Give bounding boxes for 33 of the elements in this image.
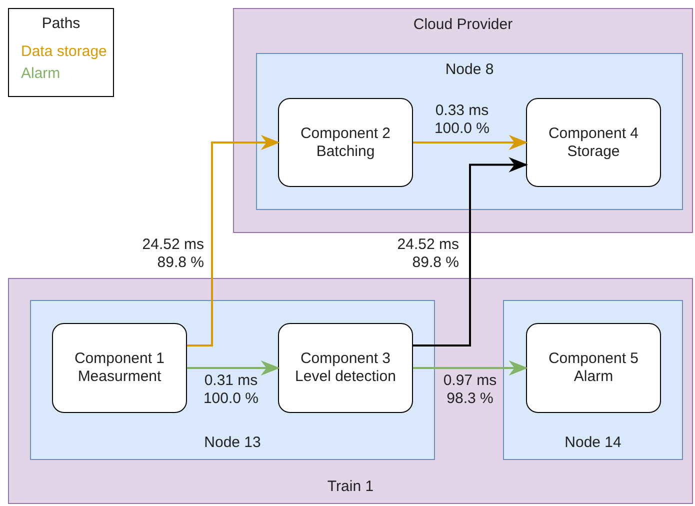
container-title: Node 14	[564, 434, 622, 452]
node-container	[30, 300, 435, 460]
component-label: Component 5 Alarm	[547, 350, 640, 386]
edge-label: 24.52 ms 89.8 %	[141, 236, 204, 272]
node-container	[503, 300, 683, 460]
edge-label: 0.97 ms 98.3 %	[442, 372, 498, 408]
component-label: Component 4 Storage	[547, 124, 640, 160]
edge-label: 0.33 ms 100.0 %	[433, 102, 491, 138]
node-container	[256, 53, 683, 210]
group-container	[233, 8, 693, 233]
container-title: Train 1	[327, 478, 374, 496]
component-label: Component 2 Batching	[299, 124, 392, 160]
container-title: Node 13	[204, 434, 261, 452]
edge-label: 0.31 ms 100.0 %	[202, 372, 260, 408]
component-box	[526, 98, 661, 187]
container-title: Cloud Provider	[413, 16, 513, 34]
component-box	[278, 98, 413, 187]
group-container	[8, 278, 693, 504]
component-box	[52, 323, 187, 413]
arrow	[413, 157, 528, 346]
legend-entry: Alarm	[21, 65, 60, 83]
container-title: Node 8	[445, 61, 494, 79]
component-box	[278, 323, 413, 413]
edge-label: 24.52 ms 89.8 %	[396, 236, 459, 272]
arrow	[187, 134, 280, 346]
arrow	[413, 360, 528, 376]
legend-entry: Data storage	[21, 43, 107, 61]
arrow	[187, 360, 280, 376]
arrow	[413, 134, 528, 150]
legend-title: Paths	[40, 15, 82, 33]
component-label: Component 1 Measurment	[73, 350, 166, 386]
component-box	[526, 323, 661, 413]
component-label: Component 3 Level detection	[294, 350, 397, 386]
